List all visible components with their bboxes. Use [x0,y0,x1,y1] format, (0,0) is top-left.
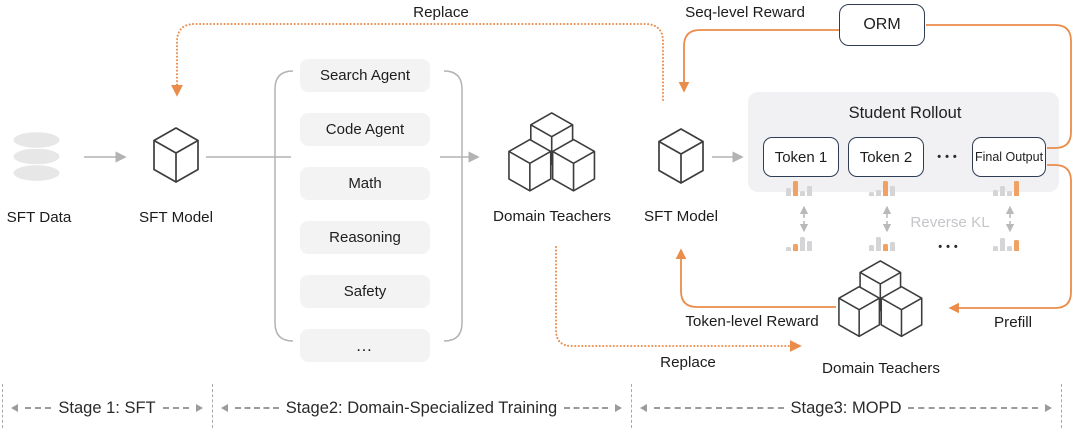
orm-label: ORM [863,16,901,33]
stage-2-region: Stage2: Domain-Specialized Training [212,397,631,419]
mini-bar [993,246,998,251]
sft-model-cube-icon [153,127,199,183]
mini-bar [1007,246,1012,251]
reverse-kl-label: Reverse KL [910,214,990,231]
domain-label: Search Agent [319,67,411,84]
mini-bar [876,237,881,251]
token-1-box: Token 1 [763,137,839,177]
stage-dash-line [654,407,784,409]
mini-bar [883,244,888,251]
mini-bar [869,192,874,196]
student-dist-chart-3 [993,181,1019,196]
domain-box-math: Math [300,167,430,200]
replace-bottom-label: Replace [660,354,716,371]
mini-bar [793,181,798,196]
stage-separator-2 [212,384,213,428]
replace-bottom-dotted-arrow [555,246,802,352]
stage-arrow-left-icon [640,404,647,412]
stage-separator-3 [631,384,632,428]
sft-model-1-label: SFT Model [139,209,213,226]
domain-label: Reasoning [329,229,401,246]
mini-bar [1000,238,1005,251]
stage-arrow-right-icon [196,404,203,412]
stage-arrow-left-icon [221,404,228,412]
stage-dash-line [908,407,1038,409]
stage-dash-line [25,407,52,409]
token-1-label: Token 1 [774,148,828,166]
mini-bar [793,244,798,251]
tokens-ellipsis: ••• [937,151,961,163]
student-dist-chart-1 [786,181,812,196]
mini-bar [883,181,888,196]
mini-bar [1000,186,1005,196]
stage-3-region: Stage3: MOPD [631,397,1061,419]
database-icon [13,132,60,181]
stage-dash-line [162,407,189,409]
mini-bar [1014,240,1019,251]
stage-3-label: Stage3: MOPD [790,398,902,417]
token-2-box: Token 2 [848,137,924,177]
teacher-dist-chart-3 [993,236,1019,251]
domain-label: Safety [343,283,387,300]
stage-separator-4 [1061,384,1062,428]
domain-label: Code Agent [325,121,405,138]
domain-box-safety: Safety [300,275,430,308]
stage-arrow-right-icon [615,404,622,412]
seq-level-reward-arrow [678,29,839,93]
token-level-reward-arrow [675,248,836,308]
mini-bar [890,186,895,196]
teacher-dist-chart-1 [786,236,812,251]
mini-bar [786,247,791,251]
final-output-box: Final Output [972,137,1046,177]
domain-teachers-cubes-icon [509,113,595,191]
seq-level-reward-label: Seq-level Reward [685,4,805,21]
prefill-label: Prefill [994,314,1032,331]
student-dist-chart-2 [869,181,895,196]
right-bracket [443,70,463,342]
left-bracket [274,70,294,342]
domain-teachers-2-cubes-icon [839,261,922,336]
stage-separator-1 [2,384,3,428]
mini-bar [869,245,874,251]
mini-bar [890,242,895,251]
stage-arrow-right-icon [1045,404,1052,412]
final-output-label: Final Output [974,149,1044,164]
mini-bar [800,191,805,196]
replace-top-label: Replace [413,4,469,21]
mini-bar [993,190,998,196]
sft-data-label: SFT Data [6,209,72,226]
sft-model-2-label: SFT Model [644,208,718,225]
mini-bar [1014,181,1019,196]
orm-box: ORM [839,4,925,46]
stage-2-label: Stage2: Domain-Specialized Training [285,398,558,417]
stage-1-region: Stage 1: SFT [2,397,212,419]
stage-1-label: Stage 1: SFT [58,398,156,417]
teacher-dist-chart-2 [869,236,895,251]
sft-model-2-cube-icon [658,128,704,184]
token-level-reward-label: Token-level Reward [685,313,819,330]
student-rollout-title: Student Rollout [848,104,962,122]
domain-teachers-1-label: Domain Teachers [493,208,611,225]
mini-bar [807,186,812,196]
domain-box-reasoning: Reasoning [300,221,430,254]
mini-bar [807,241,812,251]
mini-bar [876,190,881,196]
mini-bar [1007,191,1012,196]
domain-label: … [355,335,375,355]
mini-bar [800,237,805,251]
domain-teachers-2-label: Domain Teachers [822,360,940,377]
domain-box-ellipsis: … [300,329,430,362]
domain-box-code-agent: Code Agent [300,113,430,146]
stage-arrow-left-icon [11,404,18,412]
kl-ellipsis: ••• [938,241,962,253]
domain-label: Math [348,175,382,192]
stage-dash-line [564,407,608,409]
token-2-label: Token 2 [859,148,913,166]
mini-bar [786,188,791,196]
domain-box-search-agent: Search Agent [300,59,430,92]
stage-dash-line [235,407,279,409]
